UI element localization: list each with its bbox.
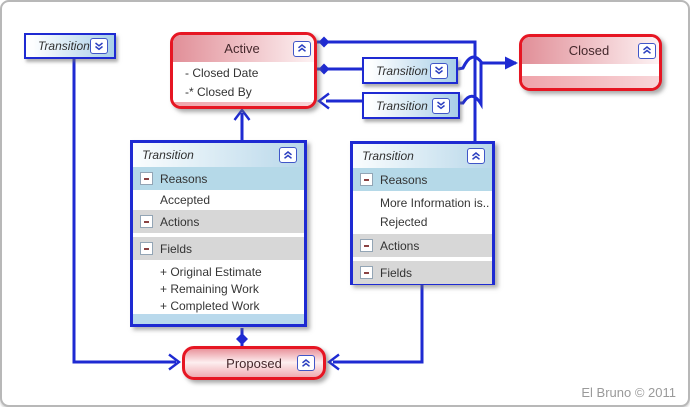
section-actions[interactable]: Actions (353, 234, 492, 257)
section-label: Fields (380, 265, 413, 280)
collapse-icon[interactable] (638, 42, 656, 59)
field-item: + Completed Work (133, 297, 304, 314)
transition-proposed-to-active[interactable]: Transition Reasons Accepted Actions Fiel… (130, 140, 307, 327)
state-header: Active (173, 35, 314, 62)
section-fields[interactable]: Fields (133, 237, 304, 260)
minus-box-icon[interactable] (140, 172, 153, 185)
state-title: Closed (568, 43, 610, 58)
collapse-icon[interactable] (467, 148, 485, 164)
expand-icon[interactable] (89, 38, 108, 54)
expand-icon[interactable] (430, 62, 448, 79)
collapse-icon[interactable] (297, 355, 315, 371)
transition-header: Transition (353, 144, 492, 168)
section-label: Reasons (380, 172, 428, 187)
state-fields (522, 64, 659, 76)
reason-item: Accepted (133, 190, 304, 210)
source-diamond-active-right (318, 63, 330, 75)
collapse-icon[interactable] (279, 147, 297, 163)
transition-label: Transition (376, 98, 428, 113)
transition-initial-to-proposed[interactable]: Transition (24, 33, 116, 59)
arrowhead-into-closed (505, 56, 518, 70)
section-reasons[interactable]: Reasons (353, 168, 492, 191)
minus-box-icon[interactable] (140, 215, 153, 228)
reason-item: More Information is.. (353, 193, 492, 213)
connector-transition-ap-to-proposed[interactable] (333, 285, 424, 364)
section-label: Fields (160, 241, 193, 256)
field-item: + Remaining Work (133, 280, 304, 297)
section-reasons[interactable]: Reasons (133, 167, 304, 190)
arrowhead-into-proposed-left (168, 353, 181, 371)
source-diamond-active-top (318, 36, 330, 48)
transition-label: Transition (38, 39, 90, 53)
state-title: Proposed (226, 355, 282, 371)
state-fields: - Closed Date -* Closed By (173, 62, 314, 102)
state-closed[interactable]: Closed (519, 34, 662, 91)
section-label: Actions (160, 214, 200, 229)
expand-icon[interactable] (432, 97, 450, 114)
watermark: El Bruno © 2011 (581, 385, 676, 400)
state-proposed[interactable]: Proposed (182, 346, 326, 380)
arrowhead-into-active-bottom (233, 108, 251, 121)
section-label: Actions (380, 238, 420, 253)
section-fields[interactable]: Fields (353, 261, 492, 284)
reason-item: Rejected (353, 213, 492, 230)
transition-header: Transition (133, 143, 304, 167)
transition-label: Transition (376, 63, 428, 78)
minus-box-icon[interactable] (140, 242, 153, 255)
state-footer-strip (522, 76, 659, 88)
state-footer-strip (173, 102, 314, 106)
state-title: Active (224, 41, 260, 56)
arrowhead-into-active-right (317, 92, 330, 110)
minus-box-icon[interactable] (360, 239, 373, 252)
state-header: Closed (522, 37, 659, 64)
connector-initial-to-proposed[interactable] (72, 59, 176, 364)
section-label: Reasons (160, 171, 208, 186)
state-field: -* Closed By (185, 85, 252, 99)
transition-footer-strip (133, 314, 304, 324)
transition-active-to-closed[interactable]: Transition (362, 57, 458, 84)
transition-active-to-proposed[interactable]: Transition Reasons More Information is..… (350, 141, 495, 285)
section-actions[interactable]: Actions (133, 210, 304, 233)
state-active[interactable]: Active - Closed Date -* Closed By (170, 32, 317, 109)
source-diamond-proposed-top (236, 333, 248, 345)
connector-active-to-transition-ap[interactable] (317, 40, 477, 141)
minus-box-icon[interactable] (360, 173, 373, 186)
transition-label: Transition (142, 148, 194, 162)
state-field: - Closed Date (185, 66, 259, 80)
transition-label: Transition (362, 149, 414, 163)
arrowhead-into-proposed-right (327, 353, 340, 371)
transition-closed-to-active[interactable]: Transition (362, 92, 460, 119)
minus-box-icon[interactable] (360, 266, 373, 279)
connector-closed-to-transition-ca[interactable] (459, 61, 516, 110)
field-item: + Original Estimate (133, 263, 304, 280)
collapse-icon[interactable] (293, 40, 311, 57)
